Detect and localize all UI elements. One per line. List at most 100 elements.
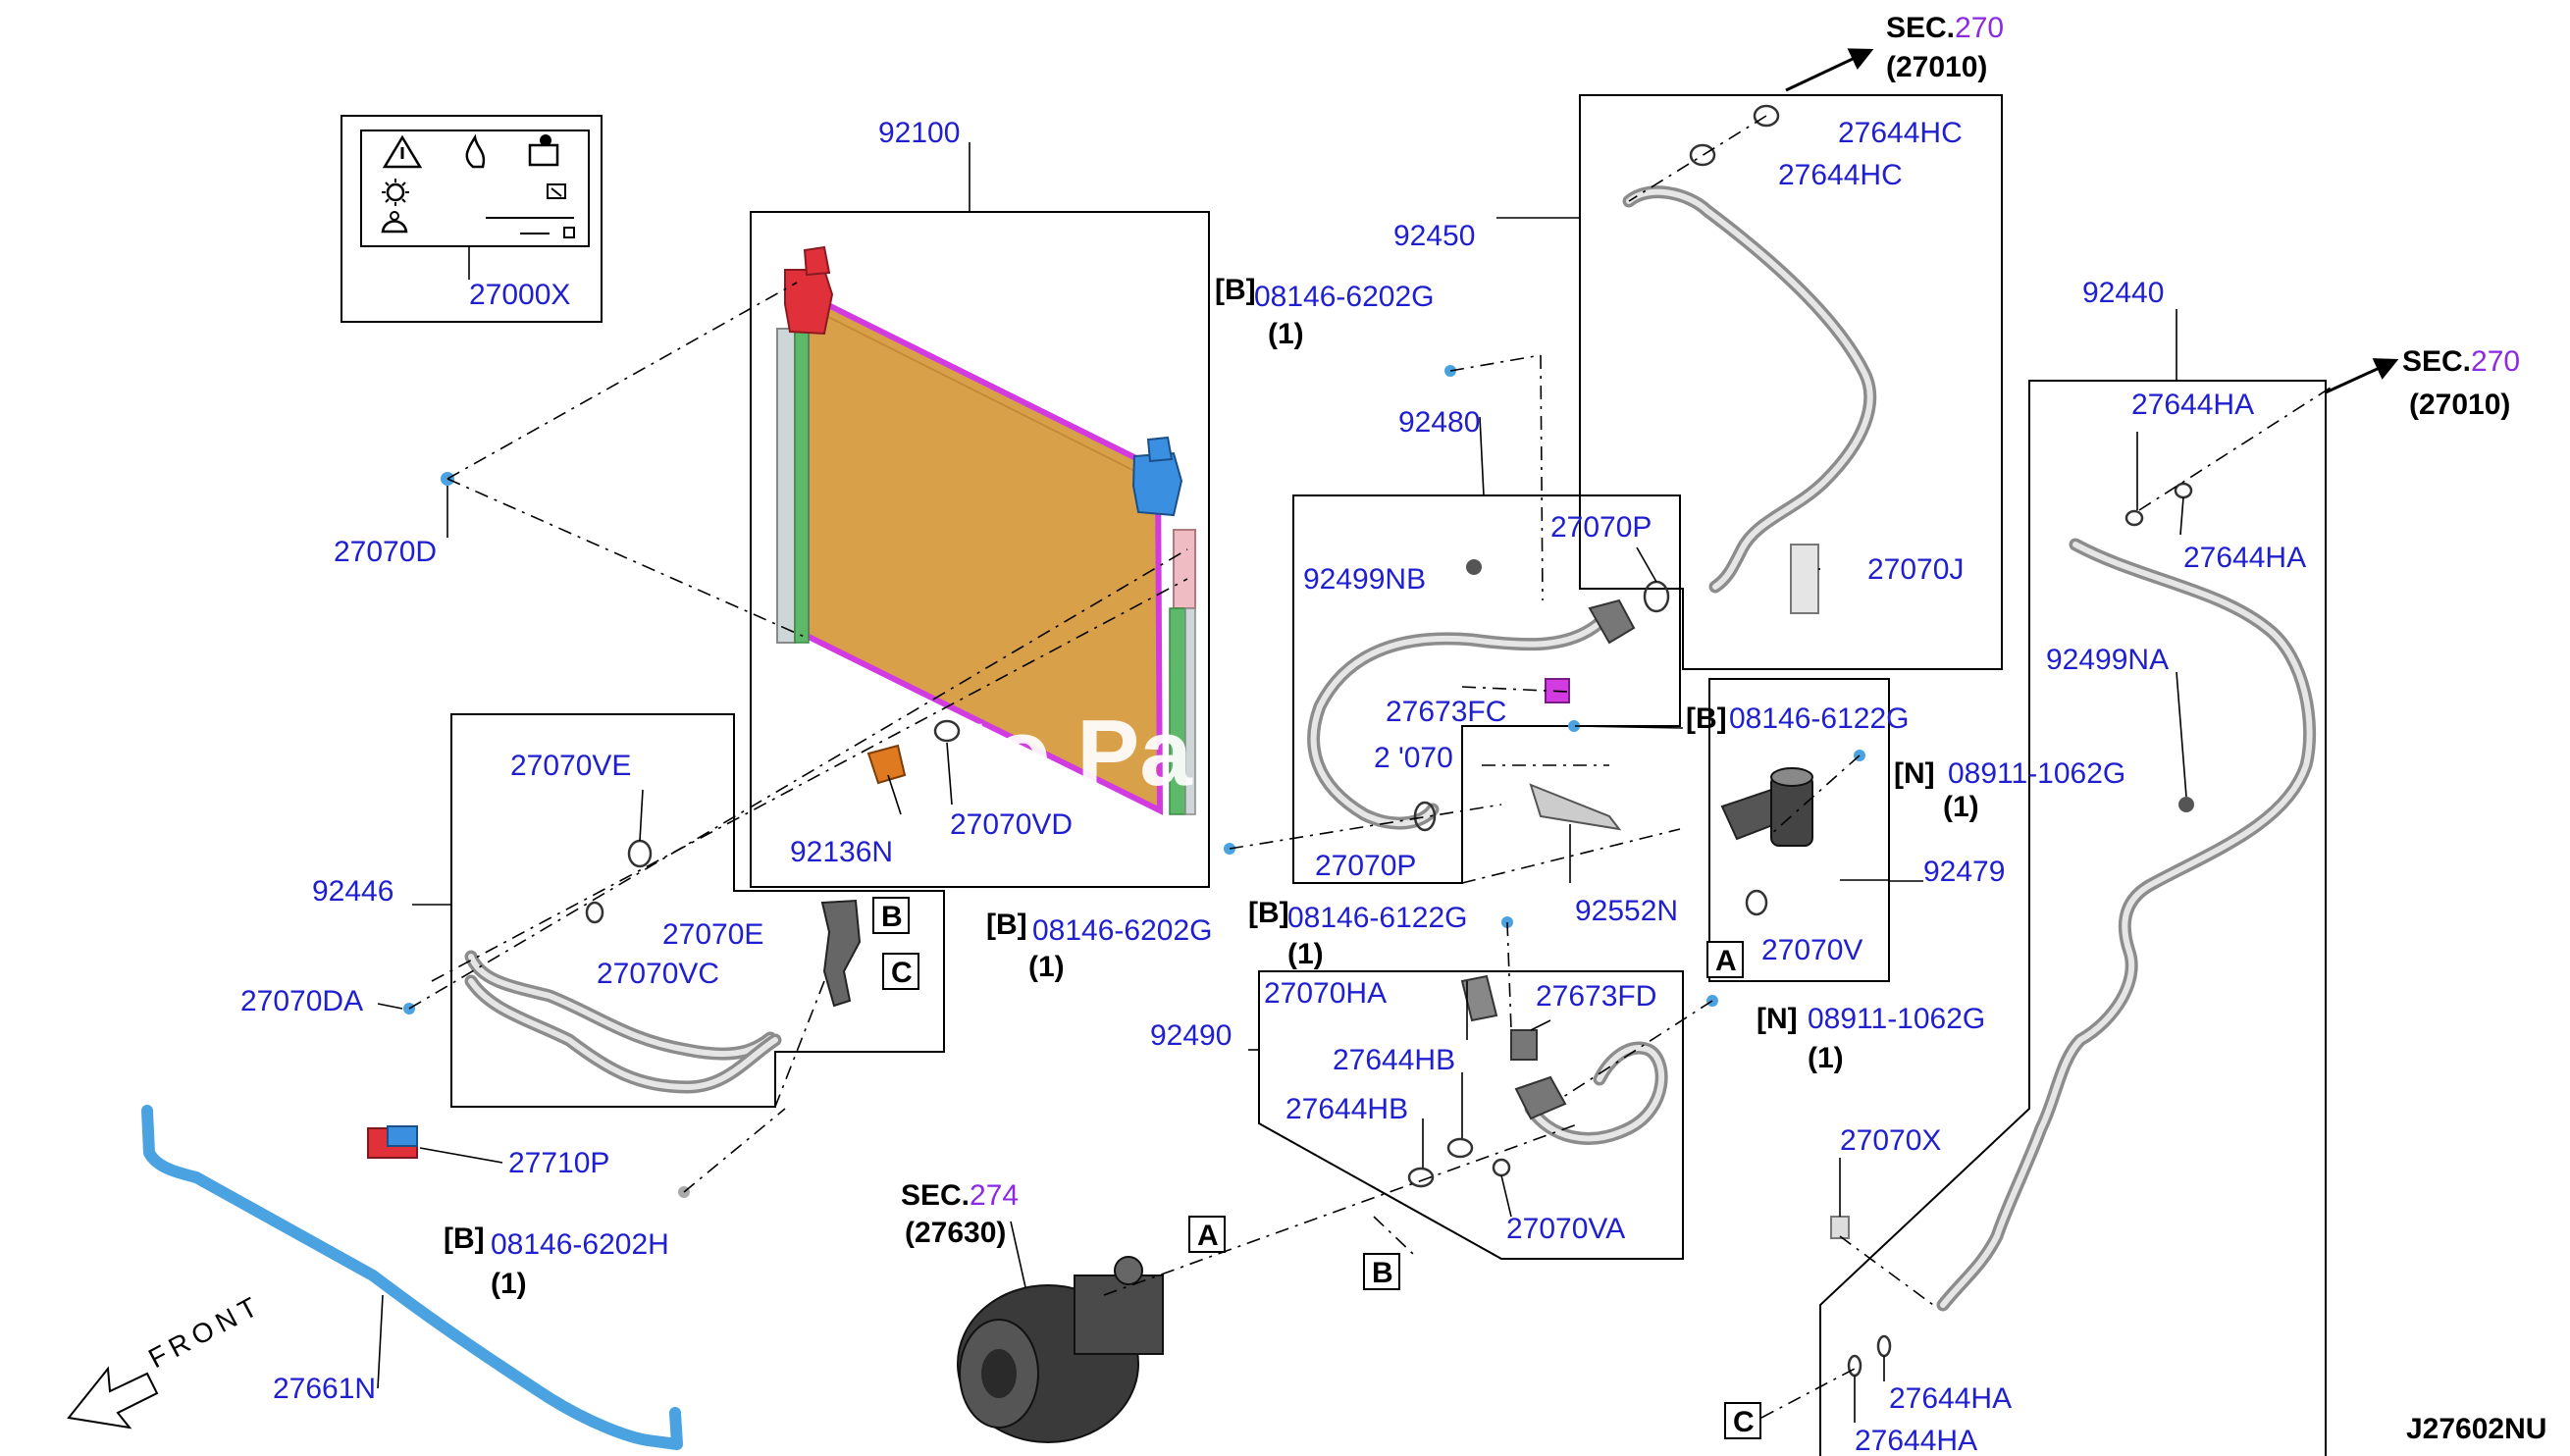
svg-text:C: C: [891, 957, 913, 989]
leader-lines: [377, 142, 2187, 1423]
bracket-B-mid-left: [B]: [986, 909, 1027, 941]
part-27710P[interactable]: 27710P: [508, 1147, 609, 1179]
pipe-92446-box: [450, 713, 945, 1108]
part-27070HA[interactable]: 27070HA: [1264, 977, 1387, 1010]
part-08146-6122G-mid[interactable]: 08146-6122G: [1729, 702, 1910, 735]
bracket-B-low: [B]: [1248, 897, 1289, 929]
part-92440[interactable]: 92440: [2082, 277, 2164, 309]
sec274-sub: (27630): [905, 1217, 1006, 1249]
hose-92480[interactable]: [1307, 598, 1636, 830]
part-08146-6122G-low[interactable]: 08146-6122G: [1287, 902, 1468, 934]
part-27070VD[interactable]: 27070VD: [950, 808, 1073, 841]
part-27644HA-4[interactable]: 27644HA: [1855, 1425, 1977, 1456]
part-27673FD[interactable]: 27673FD: [1536, 980, 1656, 1013]
o-ring-27644HC-2: [1689, 143, 1716, 167]
o-ring-27070V: [1745, 889, 1768, 916]
sec274[interactable]: SEC.274: [901, 1179, 1019, 1212]
qty-low: (1): [1287, 938, 1324, 970]
qty-bottom: (1): [491, 1268, 527, 1300]
part-27070VE[interactable]: 27070VE: [510, 750, 631, 782]
part-92446[interactable]: 92446: [312, 875, 393, 908]
part-08911-mid[interactable]: 08911-1062G: [1948, 757, 2125, 790]
part-27644HA-1[interactable]: 27644HA: [2131, 389, 2254, 421]
o-ring-27070VE: [627, 839, 653, 868]
warning-icon: [382, 134, 423, 169]
part-27644HC-1[interactable]: 27644HC: [1838, 117, 1963, 149]
part-92490[interactable]: 92490: [1150, 1019, 1232, 1052]
part-92136N[interactable]: 92136N: [790, 836, 893, 868]
label-box: [341, 115, 603, 323]
o-ring-27644HA-3: [1876, 1334, 1892, 1358]
front-label: FRONT: [143, 1289, 267, 1375]
part-27644HA-2[interactable]: 27644HA: [2183, 542, 2306, 574]
part-27070-mid[interactable]: 2 '070: [1374, 742, 1453, 774]
part-27644HB-1[interactable]: 27644HB: [1333, 1044, 1455, 1076]
part-27661N[interactable]: 27661N: [273, 1373, 376, 1405]
part-08146-6202G-top[interactable]: 08146-6202G: [1254, 281, 1435, 313]
part-27070DA[interactable]: 27070DA: [240, 985, 363, 1017]
part-27070E[interactable]: 27070E: [662, 918, 763, 951]
part-92499NB[interactable]: 92499NB: [1303, 563, 1426, 596]
o-ring-27644HA-1: [2124, 509, 2144, 527]
clip-27070X: [1830, 1216, 1850, 1239]
valve-92479-box: [1708, 678, 1890, 982]
valve-27070HA: [1460, 974, 1498, 1022]
caution-label: [360, 130, 590, 247]
bracket-B-top: [B]: [1215, 274, 1256, 306]
part-27000X[interactable]: 27000X: [469, 279, 570, 311]
callout-C-upper: C: [882, 953, 919, 990]
svg-text:A: A: [1197, 1220, 1219, 1252]
valve-27673FD: [1510, 1029, 1538, 1061]
part-08146-6202G-mid[interactable]: 08146-6202G: [1032, 914, 1213, 947]
part-27673FC[interactable]: 27673FC: [1386, 696, 1506, 728]
sec270-right[interactable]: SEC.270: [2402, 345, 2520, 378]
compressor[interactable]: [957, 1256, 1164, 1443]
condenser-box: [750, 211, 1210, 888]
pipe-92440[interactable]: [1936, 538, 2317, 1312]
callout-A-upper: A: [1706, 941, 1744, 978]
watermark: to Pa: [962, 701, 1192, 806]
support-bar-27661N[interactable]: [141, 1105, 683, 1450]
part-27070VA[interactable]: 27070VA: [1506, 1213, 1625, 1245]
o-ring-27070VD: [933, 719, 961, 743]
bracket-92552N: [1529, 783, 1622, 831]
pipe-92446[interactable]: [464, 950, 782, 1094]
part-27644HC-2[interactable]: 27644HC: [1778, 159, 1903, 191]
bracket-27070J: [1790, 544, 1819, 614]
part-27070P-bot[interactable]: 27070P: [1315, 850, 1416, 882]
connector-92136N: [866, 744, 907, 785]
part-27070VC[interactable]: 27070VC: [597, 958, 719, 990]
part-27644HB-2[interactable]: 27644HB: [1285, 1093, 1408, 1125]
sec270-top-arrow: [1785, 48, 1874, 92]
callout-B-lower: B: [1363, 1253, 1400, 1290]
part-27070J[interactable]: 27070J: [1867, 553, 1964, 586]
qty-mid-right: (1): [1943, 791, 1979, 823]
part-27070V[interactable]: 27070V: [1761, 934, 1862, 966]
part-27070D[interactable]: 27070D: [334, 536, 437, 568]
valve-92479[interactable]: [1720, 767, 1813, 847]
part-92479[interactable]: 92479: [1923, 856, 2005, 888]
qty-mid-left: (1): [1028, 951, 1065, 983]
part-27070P-top[interactable]: 27070P: [1550, 511, 1652, 544]
upper-hose-box: [1579, 94, 2003, 670]
pipe-92440-box: [1819, 380, 2327, 1456]
sec270-right-arrow: [2325, 358, 2399, 394]
part-27644HA-3[interactable]: 27644HA: [1889, 1382, 2012, 1415]
sun-icon: [382, 179, 409, 206]
o-ring-27644HA-2: [2174, 482, 2193, 499]
part-08146-6202H[interactable]: 08146-6202H: [491, 1228, 669, 1261]
part-92499NA[interactable]: 92499NA: [2046, 644, 2169, 676]
sec270-top[interactable]: SEC.270: [1886, 12, 2004, 44]
part-92552N[interactable]: 92552N: [1575, 895, 1678, 927]
hose-92490[interactable]: [1514, 1041, 1668, 1145]
condenser[interactable]: [776, 245, 1196, 815]
bracket-N-mid: [N]: [1894, 757, 1935, 790]
part-92480[interactable]: 92480: [1398, 406, 1480, 439]
hose-92450[interactable]: [1622, 185, 1877, 594]
fire-icon: [465, 133, 486, 169]
part-92100[interactable]: 92100: [878, 117, 960, 149]
part-27070X[interactable]: 27070X: [1840, 1124, 1941, 1157]
part-92450[interactable]: 92450: [1393, 220, 1475, 252]
part-08911-low[interactable]: 08911-1062G: [1808, 1003, 1985, 1035]
